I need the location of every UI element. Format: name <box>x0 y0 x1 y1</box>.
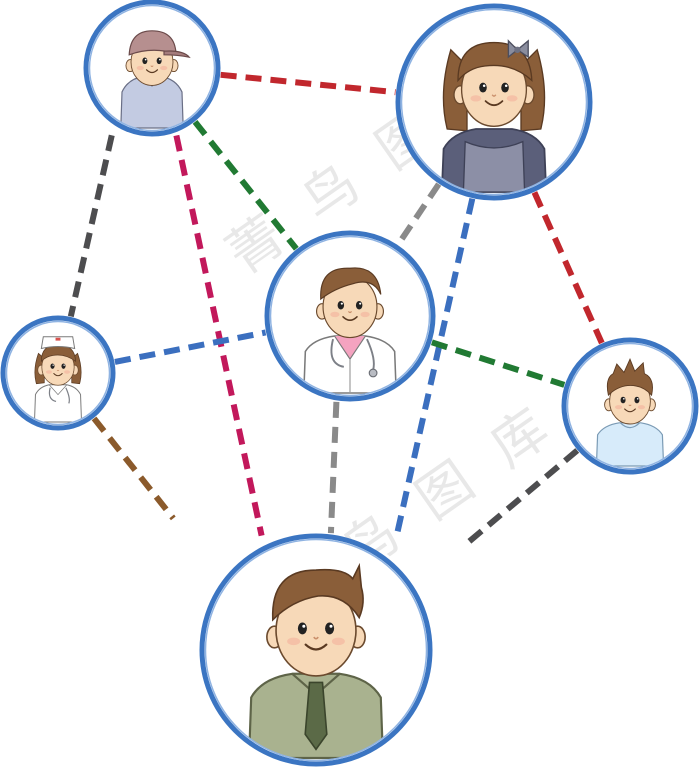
connection-lines <box>67 71 605 547</box>
connection-woman-business-man <box>393 197 476 537</box>
node-nurse <box>0 315 116 431</box>
connection-doctor-spiky-boy <box>430 339 566 388</box>
node-spiky-boy <box>561 337 699 475</box>
connection-woman-spiky-boy <box>531 191 605 345</box>
connection-doctor-business-man <box>327 401 340 534</box>
node-woman <box>395 3 593 201</box>
woman-avatar-icon <box>440 39 548 193</box>
man-with-cap-avatar-icon <box>120 30 191 129</box>
connection-nurse-doctor <box>114 329 267 365</box>
connection-cap-man-woman <box>220 71 396 96</box>
doctor-avatar-icon <box>303 267 397 394</box>
businessman-avatar-icon <box>247 562 385 760</box>
nurse-avatar-icon <box>33 336 83 423</box>
connection-spiky-boy-business-man <box>463 448 580 547</box>
node-doctor <box>264 230 436 402</box>
connection-cap-man-nurse <box>67 134 115 318</box>
connection-nurse-business-man <box>91 416 176 521</box>
node-cap-man <box>83 0 221 137</box>
spiky-hair-boy-avatar-icon <box>595 358 665 467</box>
connection-woman-doctor <box>395 182 442 247</box>
connection-cap-man-business-man <box>173 134 265 537</box>
connection-cap-man-doctor <box>192 120 299 251</box>
node-business-man <box>199 533 433 767</box>
